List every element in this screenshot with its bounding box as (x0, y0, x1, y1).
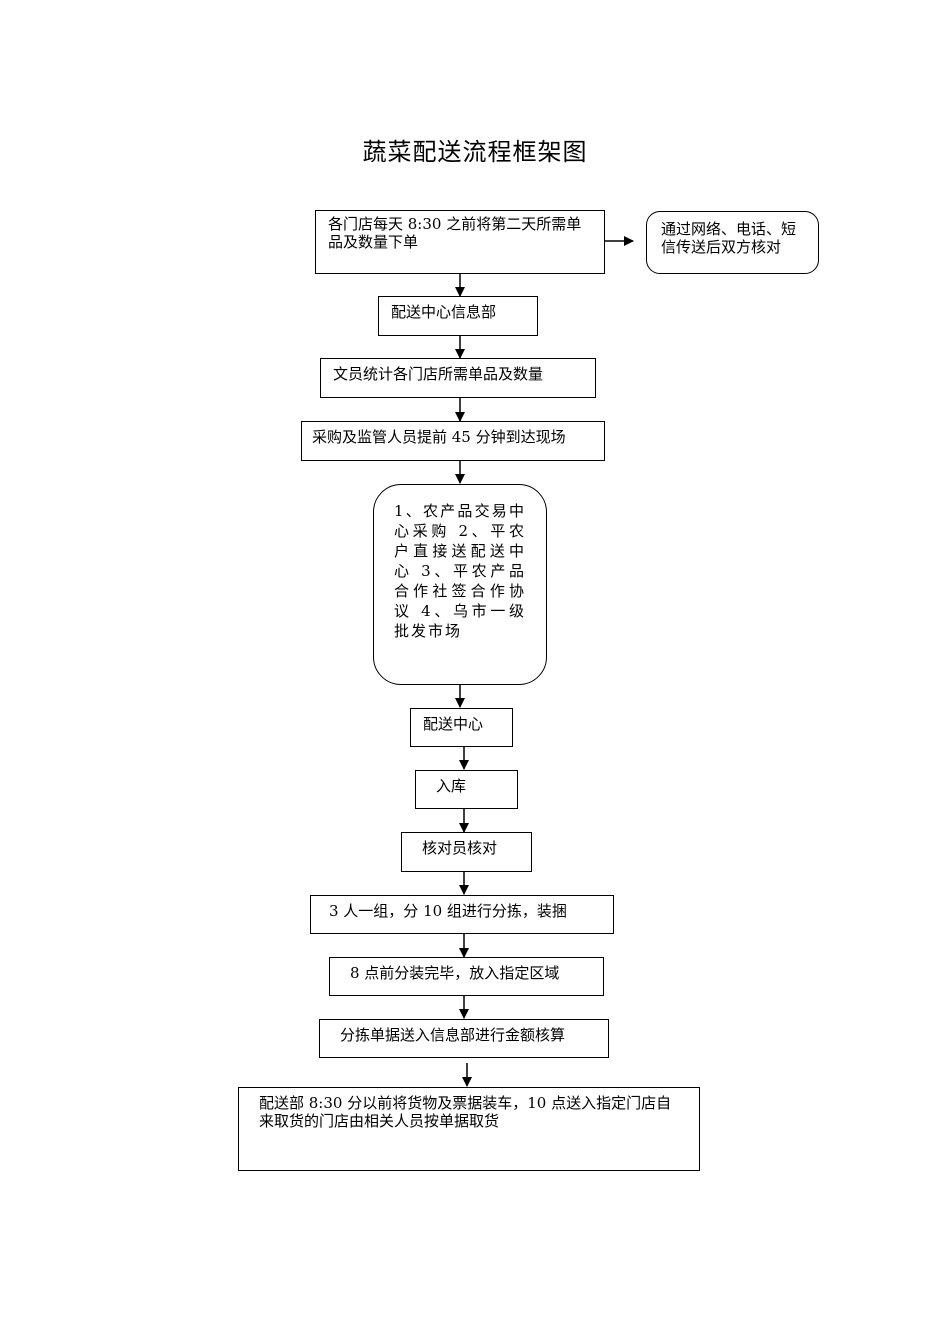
step-sorting-text: 3 人一组，分 10 组进行分拣，装捆 (329, 902, 567, 920)
step-order-text: 各门店每天 8:30 之前将第二天所需单品及数量下单 (328, 215, 582, 251)
step-sorting: 3 人一组，分 10 组进行分拣，装捆 (310, 895, 614, 934)
step-checker-text: 核对员核对 (422, 839, 498, 857)
step-packing-text: 8 点前分装完毕，放入指定区域 (350, 964, 560, 982)
step-delivery-text: 配送部 8:30 分以前将货物及票据装车，10 点送入指定门店自来取货的门店由相… (259, 1094, 672, 1130)
step-clerk-text: 文员统计各门店所需单品及数量 (333, 365, 544, 383)
step-packing: 8 点前分装完毕，放入指定区域 (329, 957, 604, 996)
step-sources: 1、农产品交易中心采购 2、平农户直接送配送中心 3、平农产品合作社签合作协议 … (373, 484, 547, 685)
step-center: 配送中心 (410, 708, 513, 747)
step-storage: 入库 (415, 770, 518, 809)
step-info-dept: 配送中心信息部 (378, 296, 538, 336)
step-buyers: 采购及监管人员提前 45 分钟到达现场 (301, 421, 605, 461)
step-order: 各门店每天 8:30 之前将第二天所需单品及数量下单 (315, 210, 605, 274)
step-center-text: 配送中心 (423, 715, 484, 733)
step-clerk: 文员统计各门店所需单品及数量 (320, 358, 596, 398)
step-info-dept-text: 配送中心信息部 (391, 303, 497, 321)
page-title: 蔬菜配送流程框架图 (362, 138, 588, 166)
step-sources-text: 1、农产品交易中心采购 2、平农户直接送配送中心 3、平农产品合作社签合作协议 … (394, 502, 526, 640)
step-storage-text: 入库 (436, 777, 467, 795)
step-verify-side: 通过网络、电话、短信传送后双方核对 (646, 211, 819, 274)
step-buyers-text: 采购及监管人员提前 45 分钟到达现场 (312, 428, 566, 446)
step-billing-text: 分拣单据送入信息部进行金额核算 (340, 1026, 566, 1044)
step-checker: 核对员核对 (401, 832, 532, 872)
step-billing: 分拣单据送入信息部进行金额核算 (319, 1019, 609, 1058)
step-delivery: 配送部 8:30 分以前将货物及票据装车，10 点送入指定门店自来取货的门店由相… (238, 1087, 700, 1171)
step-verify-side-text: 通过网络、电话、短信传送后双方核对 (661, 220, 797, 256)
